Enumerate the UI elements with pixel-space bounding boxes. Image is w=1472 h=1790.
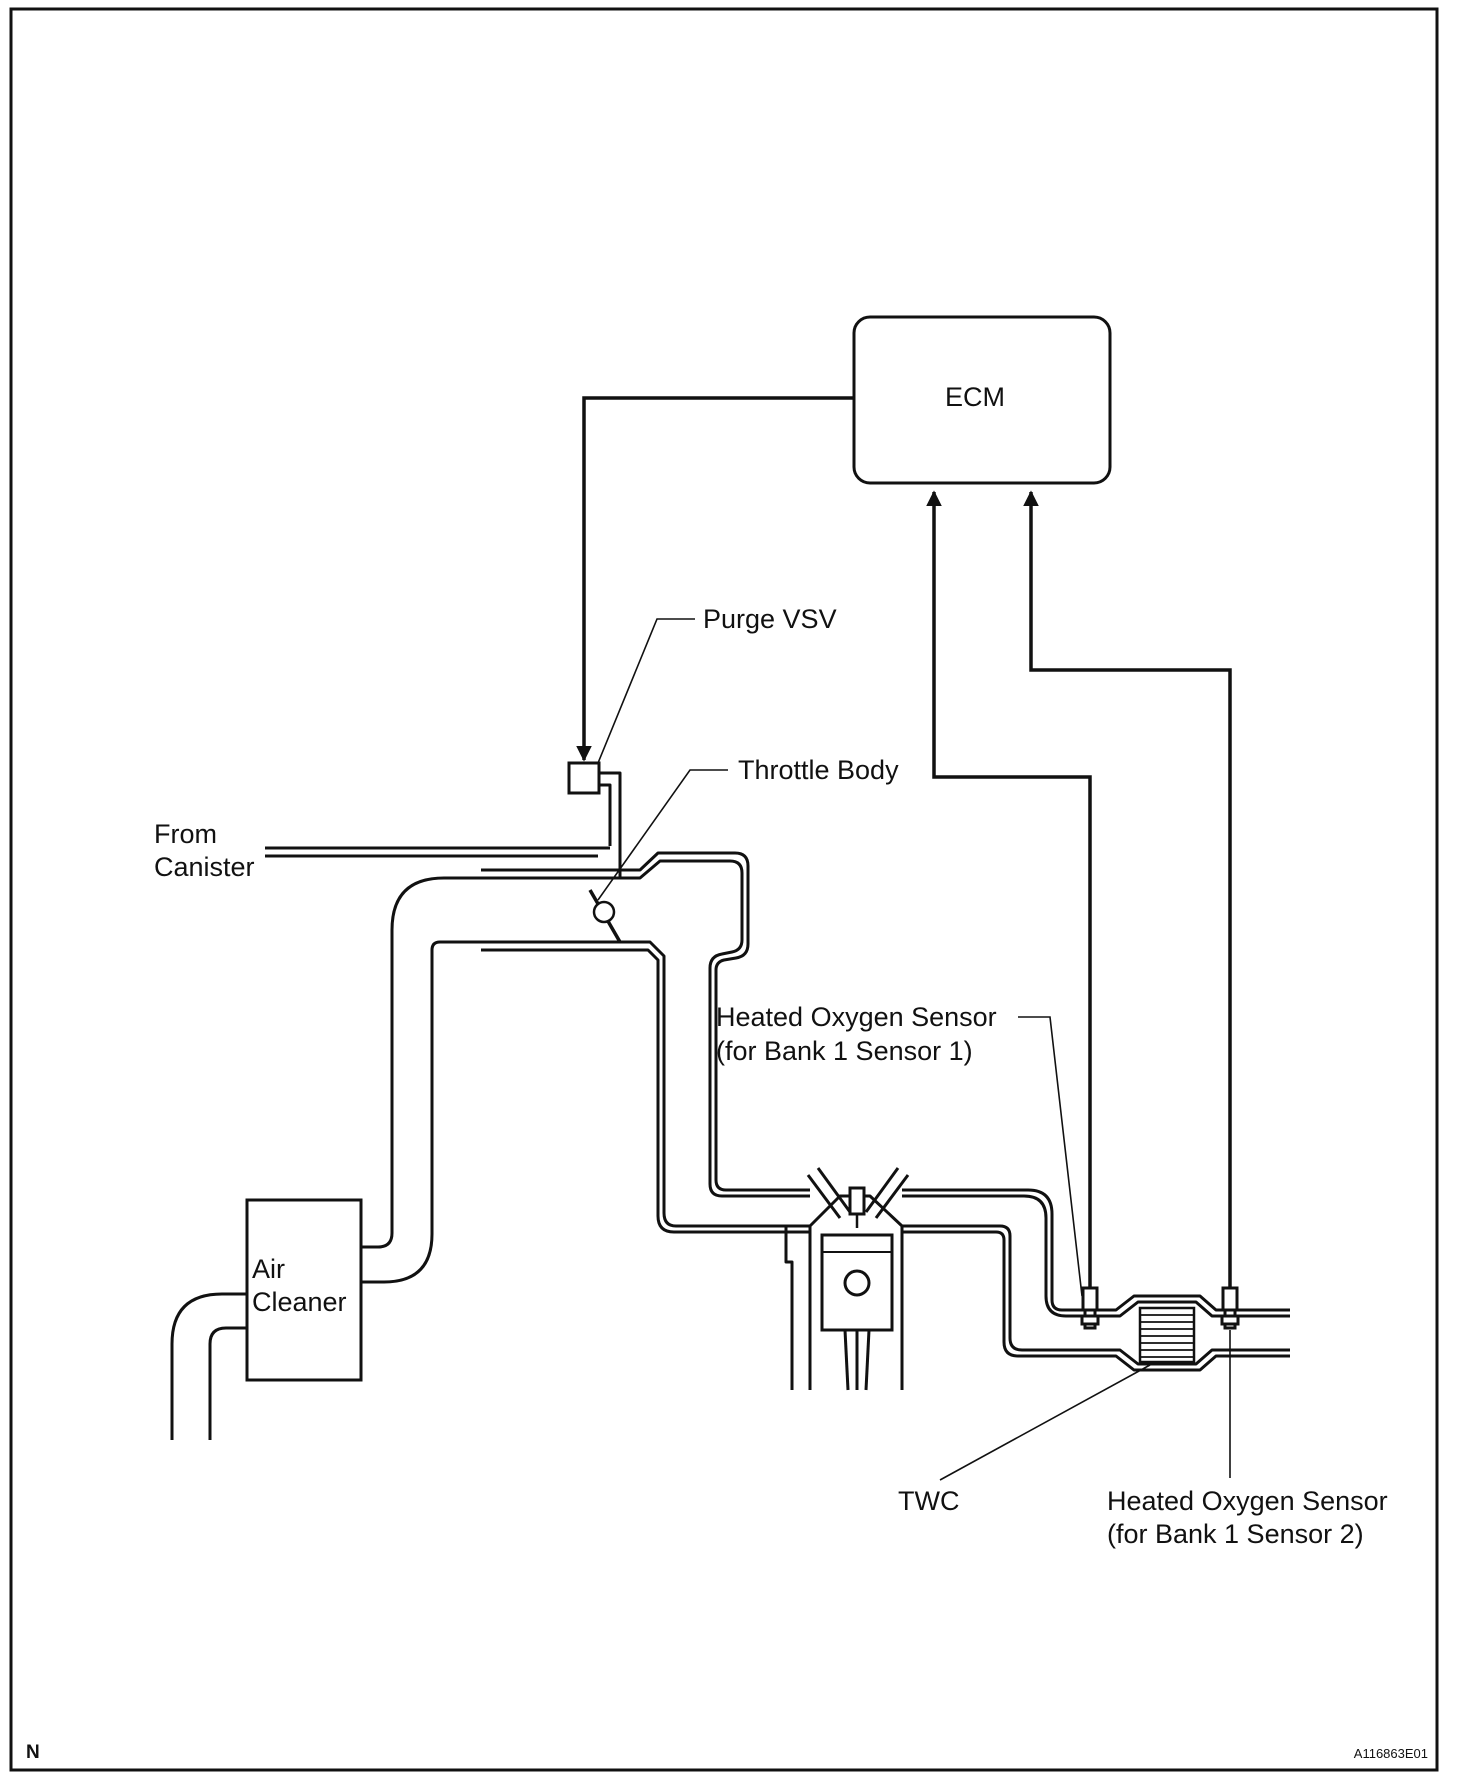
sensor1-signal-wire: [926, 490, 1092, 1303]
oxygen-sensor-1: [1080, 1286, 1100, 1330]
ecm-to-purge-vsv-wire: [576, 396, 854, 762]
ho2s-sensor1-label-line1: Heated Oxygen Sensor: [716, 1002, 997, 1032]
ho2s-sensor1-leader: [1018, 1016, 1083, 1297]
intake-pipe-inner-lower: [481, 948, 810, 1234]
ecm-box: ECM: [852, 315, 1112, 485]
purge-vsv-leader: [597, 618, 695, 764]
twc-label: TWC: [898, 1486, 959, 1516]
throttle-body-leader: [597, 769, 728, 901]
throttle-body-label: Throttle Body: [738, 755, 899, 785]
ho2s-sensor2-label-line1: Heated Oxygen Sensor: [1107, 1486, 1388, 1516]
purge-vsv: [567, 761, 622, 878]
ho2s-sensor1-label-line2: (for Bank 1 Sensor 1): [716, 1036, 973, 1066]
throttle-valve: [588, 889, 622, 943]
from-canister-label-line1: From: [154, 819, 217, 849]
air-cleaner-label-line2: Cleaner: [252, 1287, 347, 1317]
figure-frame: [9, 7, 1439, 1772]
corner-marker: N: [26, 1742, 40, 1763]
air-cleaner-label-line1: Air: [252, 1254, 285, 1284]
figure-id: A116863E01: [1354, 1746, 1428, 1761]
air-cleaner: [170, 1198, 363, 1440]
oxygen-sensor-2: [1220, 1286, 1240, 1330]
twc-leader: [939, 1364, 1151, 1481]
ecm-label: ECM: [945, 382, 1005, 412]
from-canister-label-line2: Canister: [154, 852, 255, 882]
canister-line: [265, 846, 610, 858]
exhaust-pipe-lower-inner: [902, 1230, 1290, 1372]
exhaust-pipe-lower: [902, 1224, 1290, 1366]
engine-cylinder: [784, 1167, 910, 1391]
intake-pipe-outer-line2: [361, 940, 810, 1284]
ho2s-sensor2-label-line2: (for Bank 1 Sensor 2): [1107, 1519, 1364, 1549]
purge-vsv-label: Purge VSV: [703, 604, 837, 634]
intake-pipe-inner: [481, 851, 810, 1192]
intake-pipe-outer: [361, 859, 810, 1249]
sensor2-signal-wire: [1023, 490, 1232, 1303]
twc-catalyst: [1138, 1306, 1196, 1364]
